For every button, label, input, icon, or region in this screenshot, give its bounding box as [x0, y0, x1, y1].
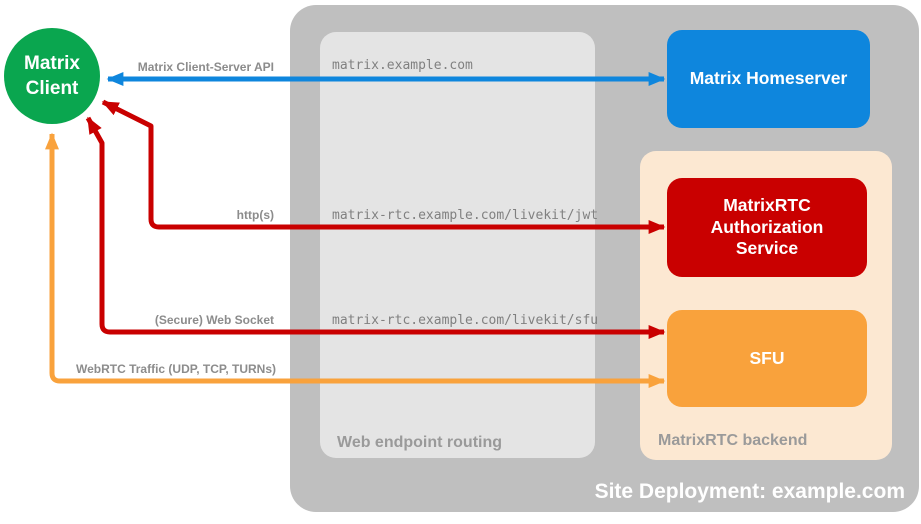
web-endpoint-routing-label: Web endpoint routing — [337, 434, 503, 451]
web-endpoint-routing-container: Web endpoint routing — [320, 32, 595, 458]
client-server-api-arrow-label: Matrix Client-Server API — [137, 60, 274, 74]
livekit-jwt-endpoint-url: matrix-rtc.example.com/livekit/jwt — [332, 208, 599, 223]
matrixrtc-authorization-service-label: MatrixRTC Authorization Service — [710, 194, 824, 259]
websocket-arrow-label: (Secure) Web Socket — [154, 313, 274, 327]
matrix-homeserver-node: Matrix Homeserver — [667, 30, 870, 128]
https-arrow-label: http(s) — [236, 208, 274, 222]
matrix-client-label: Matrix Client — [24, 53, 80, 99]
matrixrtc-authorization-service-node: MatrixRTC Authorization Service — [667, 178, 867, 277]
webrtc-traffic-arrow-label: WebRTC Traffic (UDP, TCP, TURNs) — [75, 362, 276, 376]
livekit-sfu-endpoint-url: matrix-rtc.example.com/livekit/sfu — [332, 313, 599, 328]
sfu-label: SFU — [749, 347, 785, 368]
matrix-homeserver-label: Matrix Homeserver — [689, 68, 848, 89]
homeserver-endpoint-url: matrix.example.com — [332, 58, 473, 73]
site-deployment-label: Site Deployment: example.com — [594, 480, 905, 503]
matrix-client-node: Matrix Client — [4, 28, 100, 124]
matrixrtc-backend-label: MatrixRTC backend — [658, 432, 808, 449]
sfu-node: SFU — [667, 310, 867, 407]
